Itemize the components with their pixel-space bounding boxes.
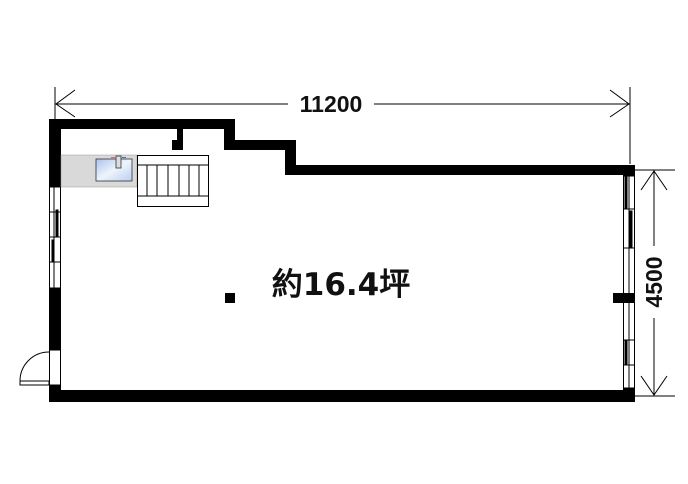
sink-icon bbox=[95, 158, 133, 182]
faucet-icon bbox=[115, 155, 122, 169]
entry-door[interactable] bbox=[19, 349, 61, 386]
width-dimension-label: 11200 bbox=[300, 91, 363, 117]
right-window bbox=[623, 175, 635, 389]
column bbox=[225, 293, 235, 303]
right-pillar bbox=[613, 293, 635, 303]
depth-dimension bbox=[635, 169, 675, 397]
left-window bbox=[49, 186, 61, 289]
width-dimension bbox=[54, 87, 631, 164]
walls bbox=[49, 119, 635, 402]
area-label: 約16.4坪 bbox=[272, 267, 411, 303]
stairs-icon bbox=[137, 155, 209, 207]
depth-dimension-label: 4500 bbox=[641, 256, 667, 307]
